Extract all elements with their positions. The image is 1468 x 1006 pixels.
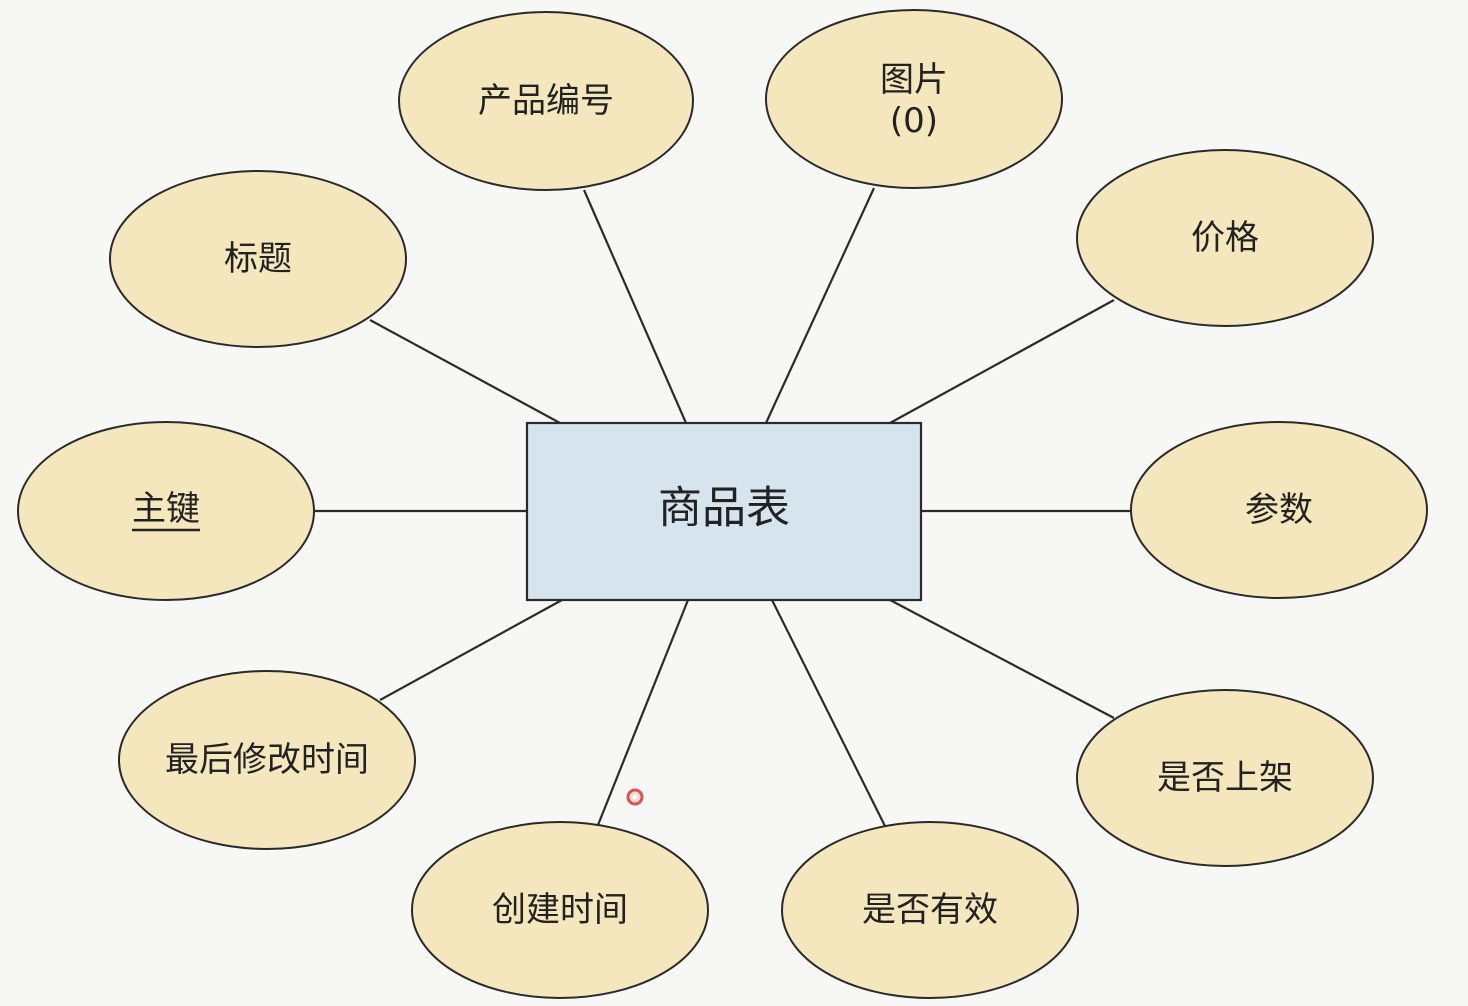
attribute-last-modified: 最后修改时间 [118,670,416,850]
attribute-label-line2: (0) [890,101,938,141]
attribute-label: 标题 [224,239,292,279]
attribute-ellipse [411,821,709,999]
edge-created [596,599,690,826]
cursor-dot [632,794,638,800]
attribute-primary-key: 主键 [17,421,315,601]
attribute-label: 价格 [1191,218,1259,258]
attribute-picture: 图片 (0) [765,9,1063,189]
attribute-listed: 是否上架 [1076,689,1374,867]
connectors [314,187,1132,829]
attribute-label: 主键 [132,489,200,529]
edge-valid [771,599,887,829]
attribute-valid: 是否有效 [781,821,1079,999]
edge-picture [765,187,875,424]
attribute-ellipse [765,9,1063,189]
attribute-ellipse [781,821,1079,999]
entity-box [525,421,923,602]
edge-listed [889,599,1115,719]
edge-title [369,319,561,424]
attribute-label: 是否有效 [862,890,998,930]
cursor-indicator [626,788,644,806]
attribute-parameters: 参数 [1130,421,1428,599]
attribute-label: 参数 [1245,490,1313,530]
attribute-label: 图片 [880,60,948,100]
attribute-ellipse [109,170,407,348]
attribute-ellipse [1076,689,1374,867]
attribute-ellipse [398,11,694,191]
attribute-ellipse [118,670,416,850]
attribute-product-number: 产品编号 [398,11,694,191]
attribute-title: 标题 [109,170,407,348]
attribute-ellipse [1076,149,1374,327]
attribute-ellipse [17,421,315,601]
attribute-price: 价格 [1076,149,1374,327]
entity-label: 商品表 [658,483,790,534]
edge-price [889,299,1115,424]
attribute-label: 产品编号 [478,81,614,121]
attribute-created: 创建时间 [411,821,709,999]
attribute-label: 最后修改时间 [165,740,369,780]
edge-product-number [582,189,688,424]
attribute-label: 创建时间 [492,890,628,930]
attribute-label: 是否上架 [1157,758,1293,798]
entity-product-table: 商品表 [525,421,923,602]
attribute-ellipse [1130,421,1428,599]
edge-last-modified [379,599,563,701]
